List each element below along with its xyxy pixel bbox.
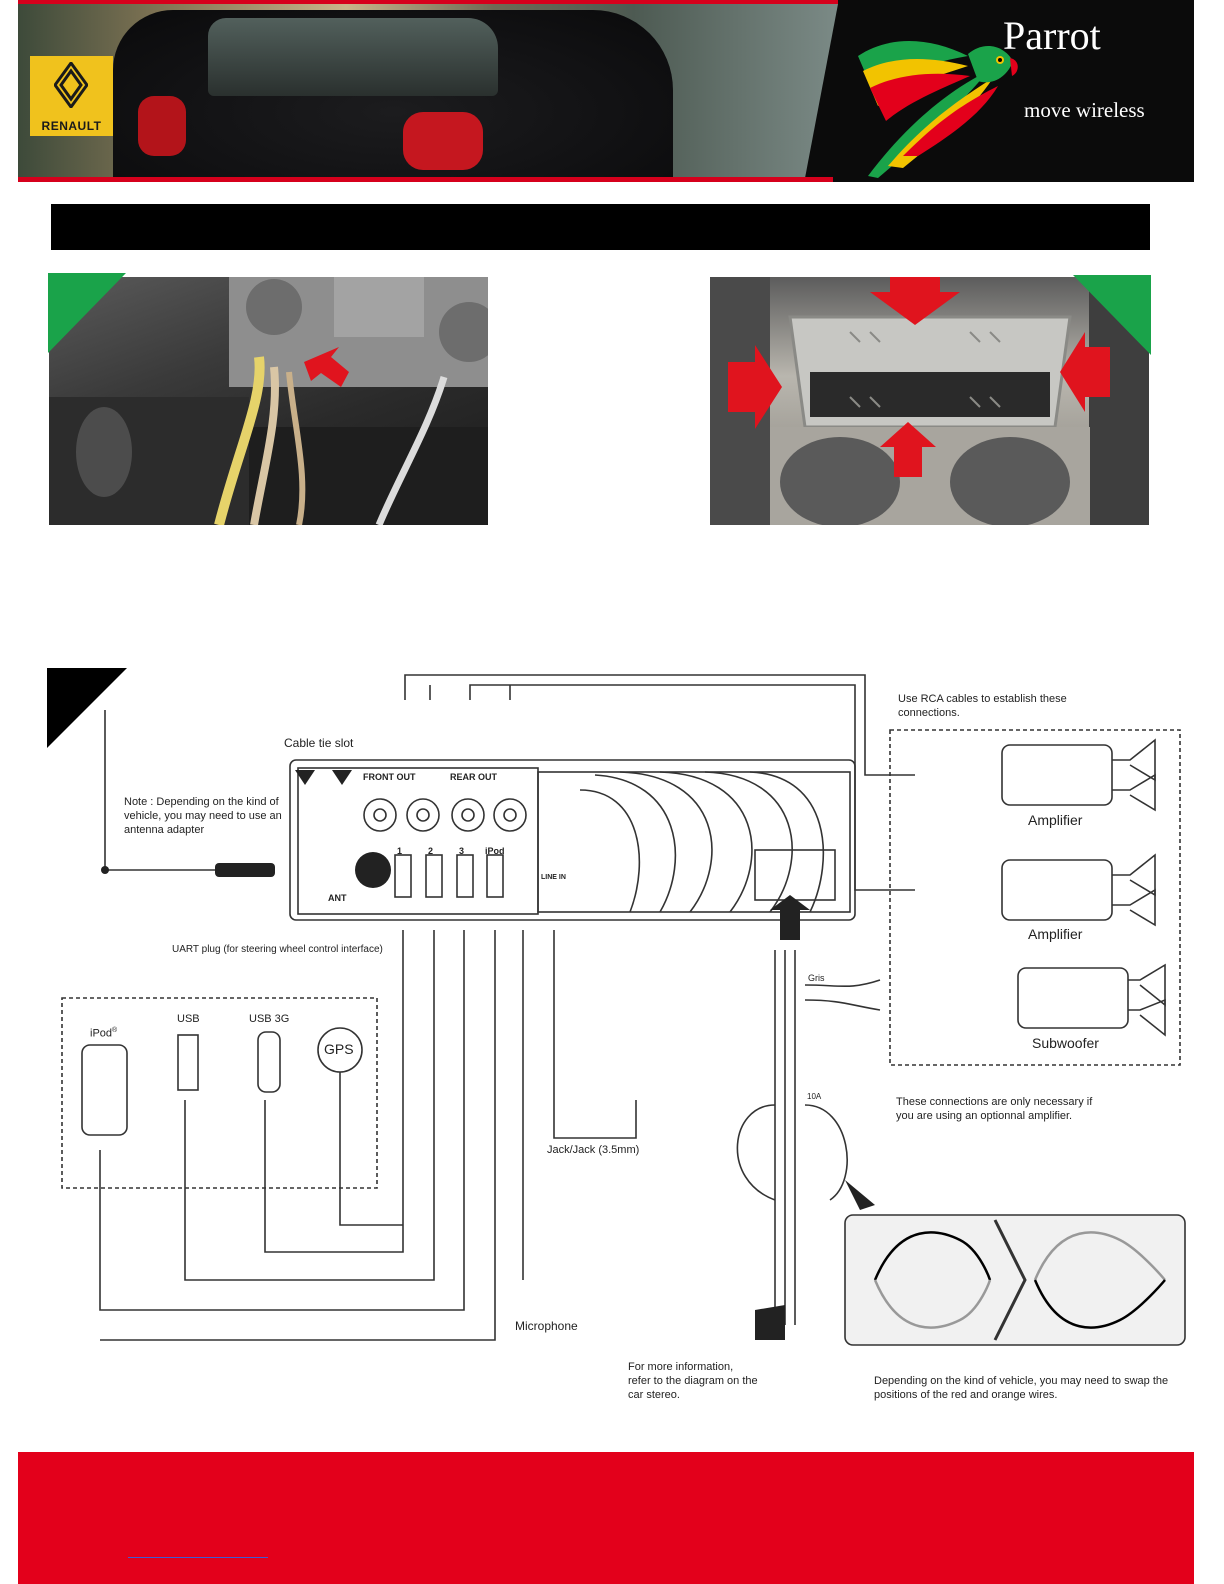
- label-rca-note: Use RCA cables to establish these connec…: [898, 693, 1067, 719]
- label-usb: USB: [177, 1013, 200, 1025]
- red-arrow-icon: [304, 347, 349, 387]
- header-banner: RENAULT Parrot move wireless: [18, 0, 1194, 182]
- label-amplifier-1: Amplifier: [1028, 812, 1083, 828]
- red-arrow-down-icon: [870, 277, 960, 325]
- footer-link-underline[interactable]: [128, 1557, 268, 1558]
- label-swap-note: Depending on the kind of vehicle, you ma…: [874, 1375, 1169, 1401]
- label-subwoofer: Subwoofer: [1032, 1035, 1099, 1051]
- label-more-info: For more information, refer to the diagr…: [628, 1361, 758, 1401]
- label-port-3: 3: [459, 846, 465, 856]
- label-port-2: 2: [428, 846, 434, 856]
- footer-band: [18, 1452, 1194, 1584]
- label-optional-note: These connections are only necessary if …: [896, 1096, 1093, 1122]
- parrot-wordmark: Parrot: [1003, 13, 1101, 58]
- title-bar: [51, 204, 1150, 250]
- banner-red-line-top: [18, 0, 838, 4]
- label-gps: GPS: [324, 1041, 354, 1057]
- label-jack: Jack/Jack (3.5mm): [547, 1144, 640, 1156]
- label-front-out: FRONT OUT: [363, 772, 416, 782]
- red-arrow-up-icon: [880, 422, 936, 477]
- banner-red-line-bottom: [18, 177, 833, 182]
- car-rear-window: [208, 18, 498, 96]
- step-marker-1: [48, 273, 126, 353]
- label-ipod: iPod®: [90, 1027, 118, 1040]
- label-fuse: 10A: [807, 1092, 822, 1101]
- step-marker-3: [47, 668, 127, 748]
- label-cable-tie-slot: Cable tie slot: [284, 736, 354, 750]
- dashboard-wiring-illustration: [49, 277, 488, 525]
- step-marker-2: [1073, 275, 1151, 355]
- label-port-1: 1: [397, 846, 403, 856]
- label-antenna-note: Note : Depending on the kind of vehicle,…: [124, 796, 282, 836]
- car-tail-light-right: [403, 112, 483, 170]
- red-arrow-right-icon: [728, 345, 782, 429]
- car-photo: [18, 4, 838, 177]
- label-amplifier-2: Amplifier: [1028, 926, 1083, 942]
- parrot-bird-logo-icon: [858, 41, 1018, 178]
- renault-logo: RENAULT: [30, 56, 113, 136]
- label-microphone: Microphone: [515, 1319, 578, 1333]
- wiring-diagram-drawing: [61, 674, 1186, 1346]
- wiring-diagram: Cable tie slot FRONT OUT REAR OUT Note :…: [40, 660, 1190, 1420]
- label-gris: Gris: [808, 973, 825, 983]
- renault-diamond-icon: [54, 62, 88, 108]
- label-ant: ANT: [328, 893, 347, 903]
- label-rear-out: REAR OUT: [450, 772, 497, 782]
- car-tail-light-left: [138, 96, 186, 156]
- label-uart-plug: UART plug (for steering wheel control in…: [172, 944, 383, 955]
- renault-wordmark: RENAULT: [41, 119, 102, 133]
- label-usb3g: USB 3G: [249, 1013, 290, 1025]
- parrot-tagline: move wireless: [1024, 98, 1145, 122]
- label-line-in: LINE IN: [541, 874, 566, 881]
- antenna-socket-icon: [355, 852, 391, 888]
- photo-dashboard-wiring: [49, 277, 488, 525]
- label-port-ipod: iPod: [485, 846, 505, 856]
